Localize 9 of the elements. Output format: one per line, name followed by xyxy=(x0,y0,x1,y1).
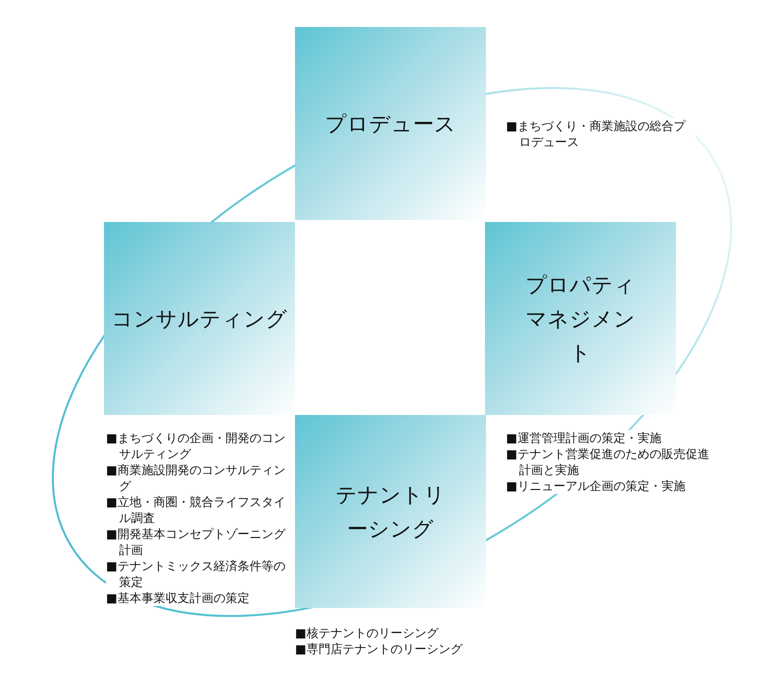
service-tile xyxy=(485,222,676,415)
service-tile xyxy=(104,222,295,415)
service-tile xyxy=(295,27,486,220)
tile-title: プロデュース xyxy=(324,110,457,138)
bullet-item: ■まちづくり・商業施設の総合プロデュース xyxy=(506,118,696,150)
tile-title: テナントリーシング xyxy=(336,482,446,542)
tile-title: コンサルティング xyxy=(110,306,288,332)
service-tile xyxy=(295,415,486,608)
tile-title: プロパティマネジメント xyxy=(524,272,636,366)
